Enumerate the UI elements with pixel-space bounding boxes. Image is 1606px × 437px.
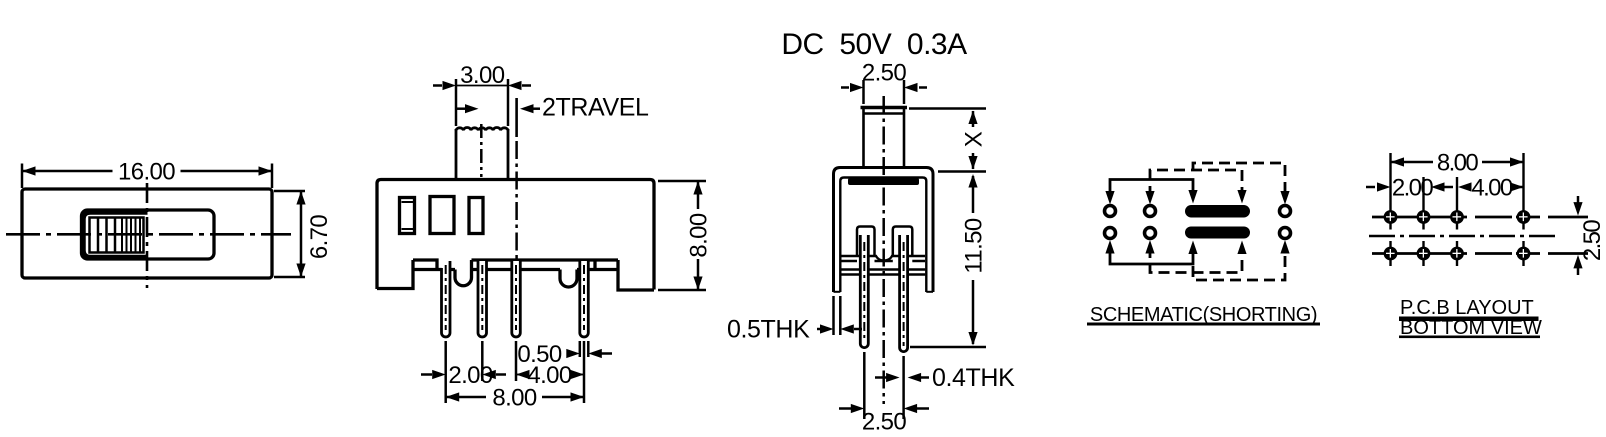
svg-text:8.00: 8.00	[686, 213, 713, 258]
svg-text:0.5THK: 0.5THK	[727, 316, 810, 344]
svg-text:2.00: 2.00	[448, 362, 493, 389]
svg-text:16.00: 16.00	[118, 159, 175, 186]
svg-text:6.70: 6.70	[306, 215, 333, 260]
svg-text:2.50: 2.50	[862, 60, 907, 87]
svg-text:4.00: 4.00	[527, 362, 572, 389]
svg-text:BOTTOM VIEW: BOTTOM VIEW	[1400, 317, 1542, 339]
svg-text:8.00: 8.00	[1437, 150, 1479, 177]
svg-text:0.50: 0.50	[517, 341, 562, 368]
svg-text:3.00: 3.00	[460, 62, 505, 89]
svg-text:2TRAVEL: 2TRAVEL	[542, 94, 649, 122]
svg-text:SCHEMATIC(SHORTING): SCHEMATIC(SHORTING)	[1090, 304, 1317, 326]
svg-text:2.50: 2.50	[1579, 220, 1606, 262]
svg-text:2.50: 2.50	[862, 409, 907, 436]
svg-text:2.00: 2.00	[1392, 175, 1434, 202]
svg-text:4.00: 4.00	[1471, 175, 1513, 202]
svg-text:P.C.B LAYOUT: P.C.B LAYOUT	[1400, 297, 1534, 319]
svg-text:X: X	[961, 131, 988, 147]
svg-text:0.4THK: 0.4THK	[932, 364, 1015, 392]
svg-text:8.00: 8.00	[492, 385, 537, 412]
svg-text:11.50: 11.50	[961, 218, 988, 274]
svg-text:DC 50V 0.3A: DC 50V 0.3A	[781, 28, 967, 61]
